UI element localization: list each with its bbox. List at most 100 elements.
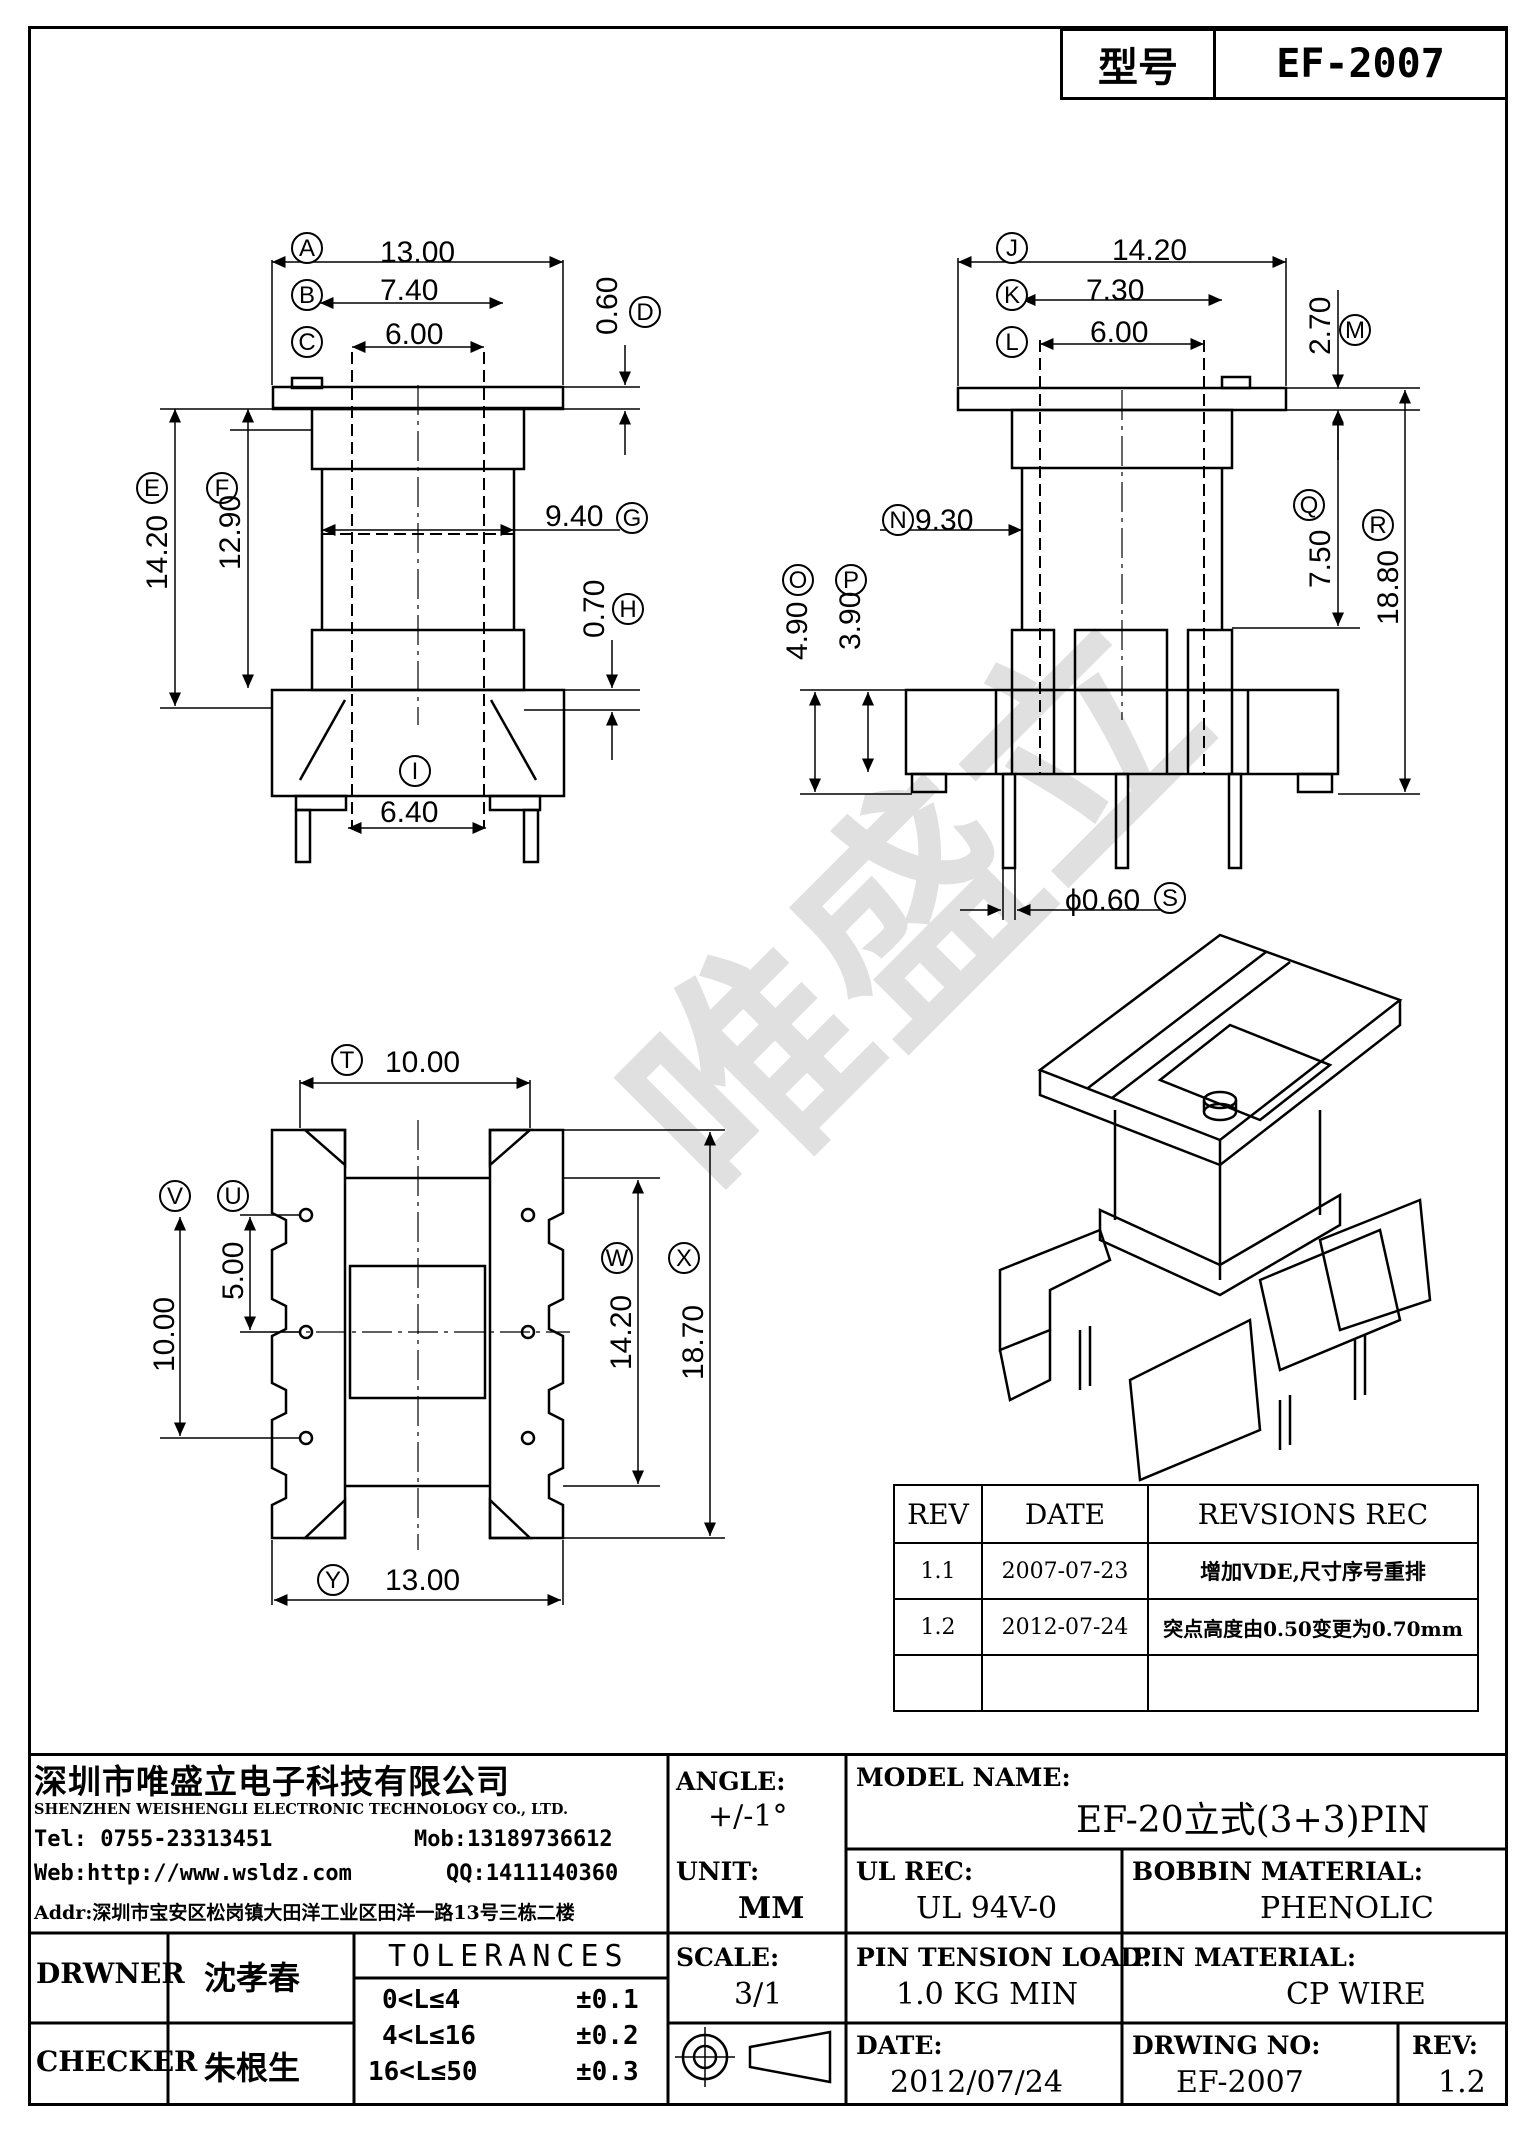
dimension-value: 0.70 — [578, 580, 611, 638]
dimension-value: 18.70 — [677, 1305, 710, 1380]
ul-label: UL REC: — [856, 1857, 974, 1886]
date-header: DATE — [981, 1484, 1149, 1544]
dimension-bubble — [291, 326, 323, 358]
model-header-label: 型号 — [1063, 31, 1216, 97]
dimension-letter: D — [636, 299, 653, 326]
dimension-value: 6.00 — [1090, 316, 1148, 349]
tolerance-value: ±0.2 — [576, 2021, 639, 2051]
dimension-bubble — [291, 232, 323, 264]
dimension-bubble — [629, 296, 661, 328]
rev-value: 1.2 — [1438, 2065, 1486, 2100]
company-address: Addr:深圳市宝安区松岗镇大田洋工业区田洋一路13号三栋二楼 — [34, 1902, 575, 1924]
dimension-value: 7.50 — [1304, 530, 1337, 588]
dimension-value: 13.00 — [380, 236, 455, 269]
tolerance-value: ±0.1 — [576, 1985, 639, 2015]
revision-row — [893, 1654, 1479, 1712]
dimension-letter: A — [299, 235, 315, 262]
dimension-bubble — [996, 326, 1028, 358]
revision-row: 1.2 2012-07-24 突点高度由0.50变更为0.70mm — [893, 1598, 1479, 1656]
dimension-letter: L — [1005, 329, 1018, 356]
date-label: DATE: — [856, 2031, 943, 2060]
drawing-number-value: EF-2007 — [1176, 2065, 1304, 2100]
isometric-view — [998, 933, 1432, 1482]
unit-value: MM — [738, 1891, 805, 1926]
model-name-label: MODEL NAME: — [856, 1763, 1071, 1792]
dimension-value: 5.00 — [217, 1242, 250, 1300]
dimension-bubble — [1362, 509, 1394, 541]
bobbin-material-value: PHENOLIC — [1260, 1891, 1434, 1926]
title-block-grid — [28, 1753, 1508, 2106]
dimension-bubble — [1293, 489, 1325, 521]
drawer-value: 沈孝春 — [204, 1959, 301, 1997]
dimension-letter: Q — [1300, 492, 1319, 519]
dimension-value: 2.70 — [1304, 297, 1337, 355]
dimension-letter: V — [167, 1183, 183, 1210]
dimension-bubble — [1339, 314, 1371, 346]
dimension-bubble — [996, 232, 1028, 264]
dimension-bubble — [616, 502, 648, 534]
tolerance-range: 16<L≤50 — [368, 2057, 478, 2087]
dimension-value: 14.20 — [141, 515, 174, 590]
tolerances-label: TOLERANCES — [388, 1939, 629, 1974]
bottom-left-rail — [270, 1128, 347, 1540]
dimension-value: 3.90 — [834, 592, 867, 650]
tolerance-range: 0<L≤4 — [382, 1985, 461, 2015]
dimension-bubble — [612, 593, 644, 625]
dimension-bubble — [1154, 882, 1186, 914]
projection-symbol — [675, 2027, 832, 2087]
dimension-value: 7.40 — [380, 274, 438, 307]
dimension-bubble — [882, 504, 914, 536]
pin-tension-label: PIN TENSION LOAD: — [856, 1943, 1152, 1972]
dimension-value: 6.00 — [385, 318, 443, 351]
dimension-value: 0.60 — [591, 277, 624, 335]
dimension-bubble — [399, 755, 431, 787]
dimension-value: 10.00 — [385, 1046, 460, 1079]
dimension-value: 14.20 — [1112, 234, 1187, 267]
model-header-value: EF-2007 — [1276, 41, 1445, 87]
dimension-letter: I — [412, 758, 419, 785]
dimension-value: 12.90 — [214, 495, 247, 570]
side-pin-2 — [1114, 772, 1130, 870]
pin-material-label: PIN MATERIAL: — [1132, 1943, 1357, 1972]
angle-value: +/-1° — [708, 1799, 788, 1834]
dimension-letter: P — [843, 567, 859, 594]
dimension-value: ϕ0.60 — [1065, 884, 1140, 917]
checker-value: 朱根生 — [204, 2049, 301, 2087]
dimension-letter: C — [298, 329, 315, 356]
dimension-letter: B — [299, 282, 315, 309]
front-view — [160, 256, 640, 864]
dimension-letter: T — [340, 1047, 355, 1074]
revision-rec: 突点高度由0.50变更为0.70mm — [1147, 1598, 1479, 1656]
revision-row: 1.1 2007-07-23 增加VDE,尺寸序号重排 — [893, 1542, 1479, 1600]
company-name-en: SHENZHEN WEISHENGLI ELECTRONIC TECHNOLOG… — [34, 1801, 569, 1818]
dimension-letter: S — [1162, 885, 1178, 912]
side-pin-3 — [1227, 772, 1243, 870]
side-pin-1 — [1001, 772, 1017, 870]
tolerance-range: 4<L≤16 — [382, 2021, 476, 2051]
company-name-cn: 深圳市唯盛立电子科技有限公司 — [34, 1762, 510, 1801]
dimension-bubble — [136, 472, 168, 504]
dimension-letter: N — [889, 507, 906, 534]
dimension-bubble — [206, 472, 238, 504]
dimension-letter: O — [789, 567, 808, 594]
dimension-value: 9.40 — [545, 500, 603, 533]
rec-header: REVSIONS REC — [1147, 1484, 1479, 1544]
dimension-letter: H — [619, 596, 636, 623]
revision-table: REV DATE REVSIONS REC 1.1 2007-07-23 增加V… — [893, 1484, 1479, 1712]
dimension-bubble — [668, 1242, 700, 1274]
dimension-letter: U — [224, 1183, 241, 1210]
drawing-number-label: DRWING NO: — [1132, 2031, 1321, 2060]
dimension-letter: W — [606, 1245, 629, 1272]
revision-date — [981, 1654, 1149, 1712]
front-pin-right — [522, 808, 540, 864]
dimension-bubble — [601, 1242, 633, 1274]
model-name-value: EF-20立式(3+3)PIN — [1076, 1800, 1430, 1841]
pin-tension-value: 1.0 KG MIN — [896, 1977, 1078, 2012]
revision-date: 2012-07-24 — [981, 1598, 1149, 1656]
dimension-bubble — [159, 1180, 191, 1212]
dimension-letter: R — [1369, 512, 1386, 539]
pin-material-value: CP WIRE — [1286, 1977, 1426, 2012]
revision-rev: 1.1 — [893, 1542, 983, 1600]
dimension-value: 14.20 — [605, 1295, 638, 1370]
